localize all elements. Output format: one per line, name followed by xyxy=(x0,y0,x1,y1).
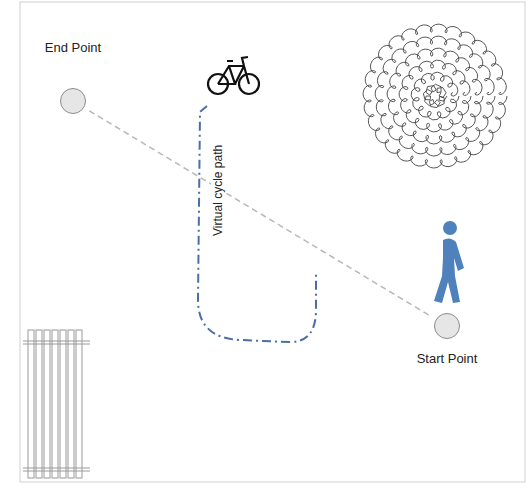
cycle-path xyxy=(198,106,316,342)
point-circle xyxy=(434,313,460,339)
bench-slat xyxy=(76,330,82,478)
point-circle xyxy=(60,88,86,114)
bicycle-icon xyxy=(208,57,259,94)
bench-slat xyxy=(60,330,66,478)
tree xyxy=(363,24,507,168)
walking-person xyxy=(434,221,464,303)
frame xyxy=(20,2,525,482)
bench-slat xyxy=(68,330,74,478)
bench-slat xyxy=(28,330,34,478)
point-label: End Point xyxy=(45,40,101,56)
point-node: Start Point xyxy=(410,313,484,367)
point-label: Start Point xyxy=(417,351,478,367)
point-node: End Point xyxy=(38,40,108,114)
bench-slat xyxy=(44,330,50,478)
bench-slat xyxy=(52,330,58,478)
bench xyxy=(23,330,90,478)
path-label: Virtual cycle path xyxy=(211,143,225,238)
bench-slat xyxy=(36,330,42,478)
straight-route xyxy=(89,111,430,316)
